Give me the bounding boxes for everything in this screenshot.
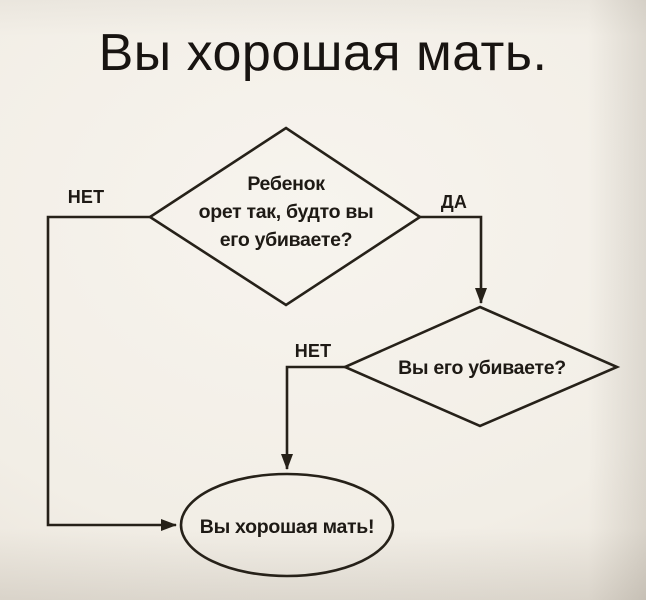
edge-no2-arrow	[281, 365, 345, 470]
decision1-text-line3: его убиваете?	[220, 229, 353, 251]
decision2-diamond	[341, 305, 621, 428]
terminal-text: Вы хорошая мать!	[200, 516, 374, 538]
edge-no1-label: НЕТ	[68, 187, 105, 207]
page-title: Вы хорошая мать.	[98, 24, 548, 82]
edge-yes-arrow	[420, 215, 487, 304]
terminal-ellipse	[179, 472, 395, 578]
edge-no2-label: НЕТ	[295, 341, 332, 361]
decision2-text: Вы его убиваете?	[398, 357, 566, 379]
decision1-text-line1: Ребенок	[247, 173, 325, 195]
decision1-text-line2: орет так, будто вы	[199, 201, 374, 223]
edge-yes-label: ДА	[441, 192, 467, 212]
decision1-diamond	[147, 126, 423, 307]
edge-no1-arrow	[46, 215, 177, 531]
